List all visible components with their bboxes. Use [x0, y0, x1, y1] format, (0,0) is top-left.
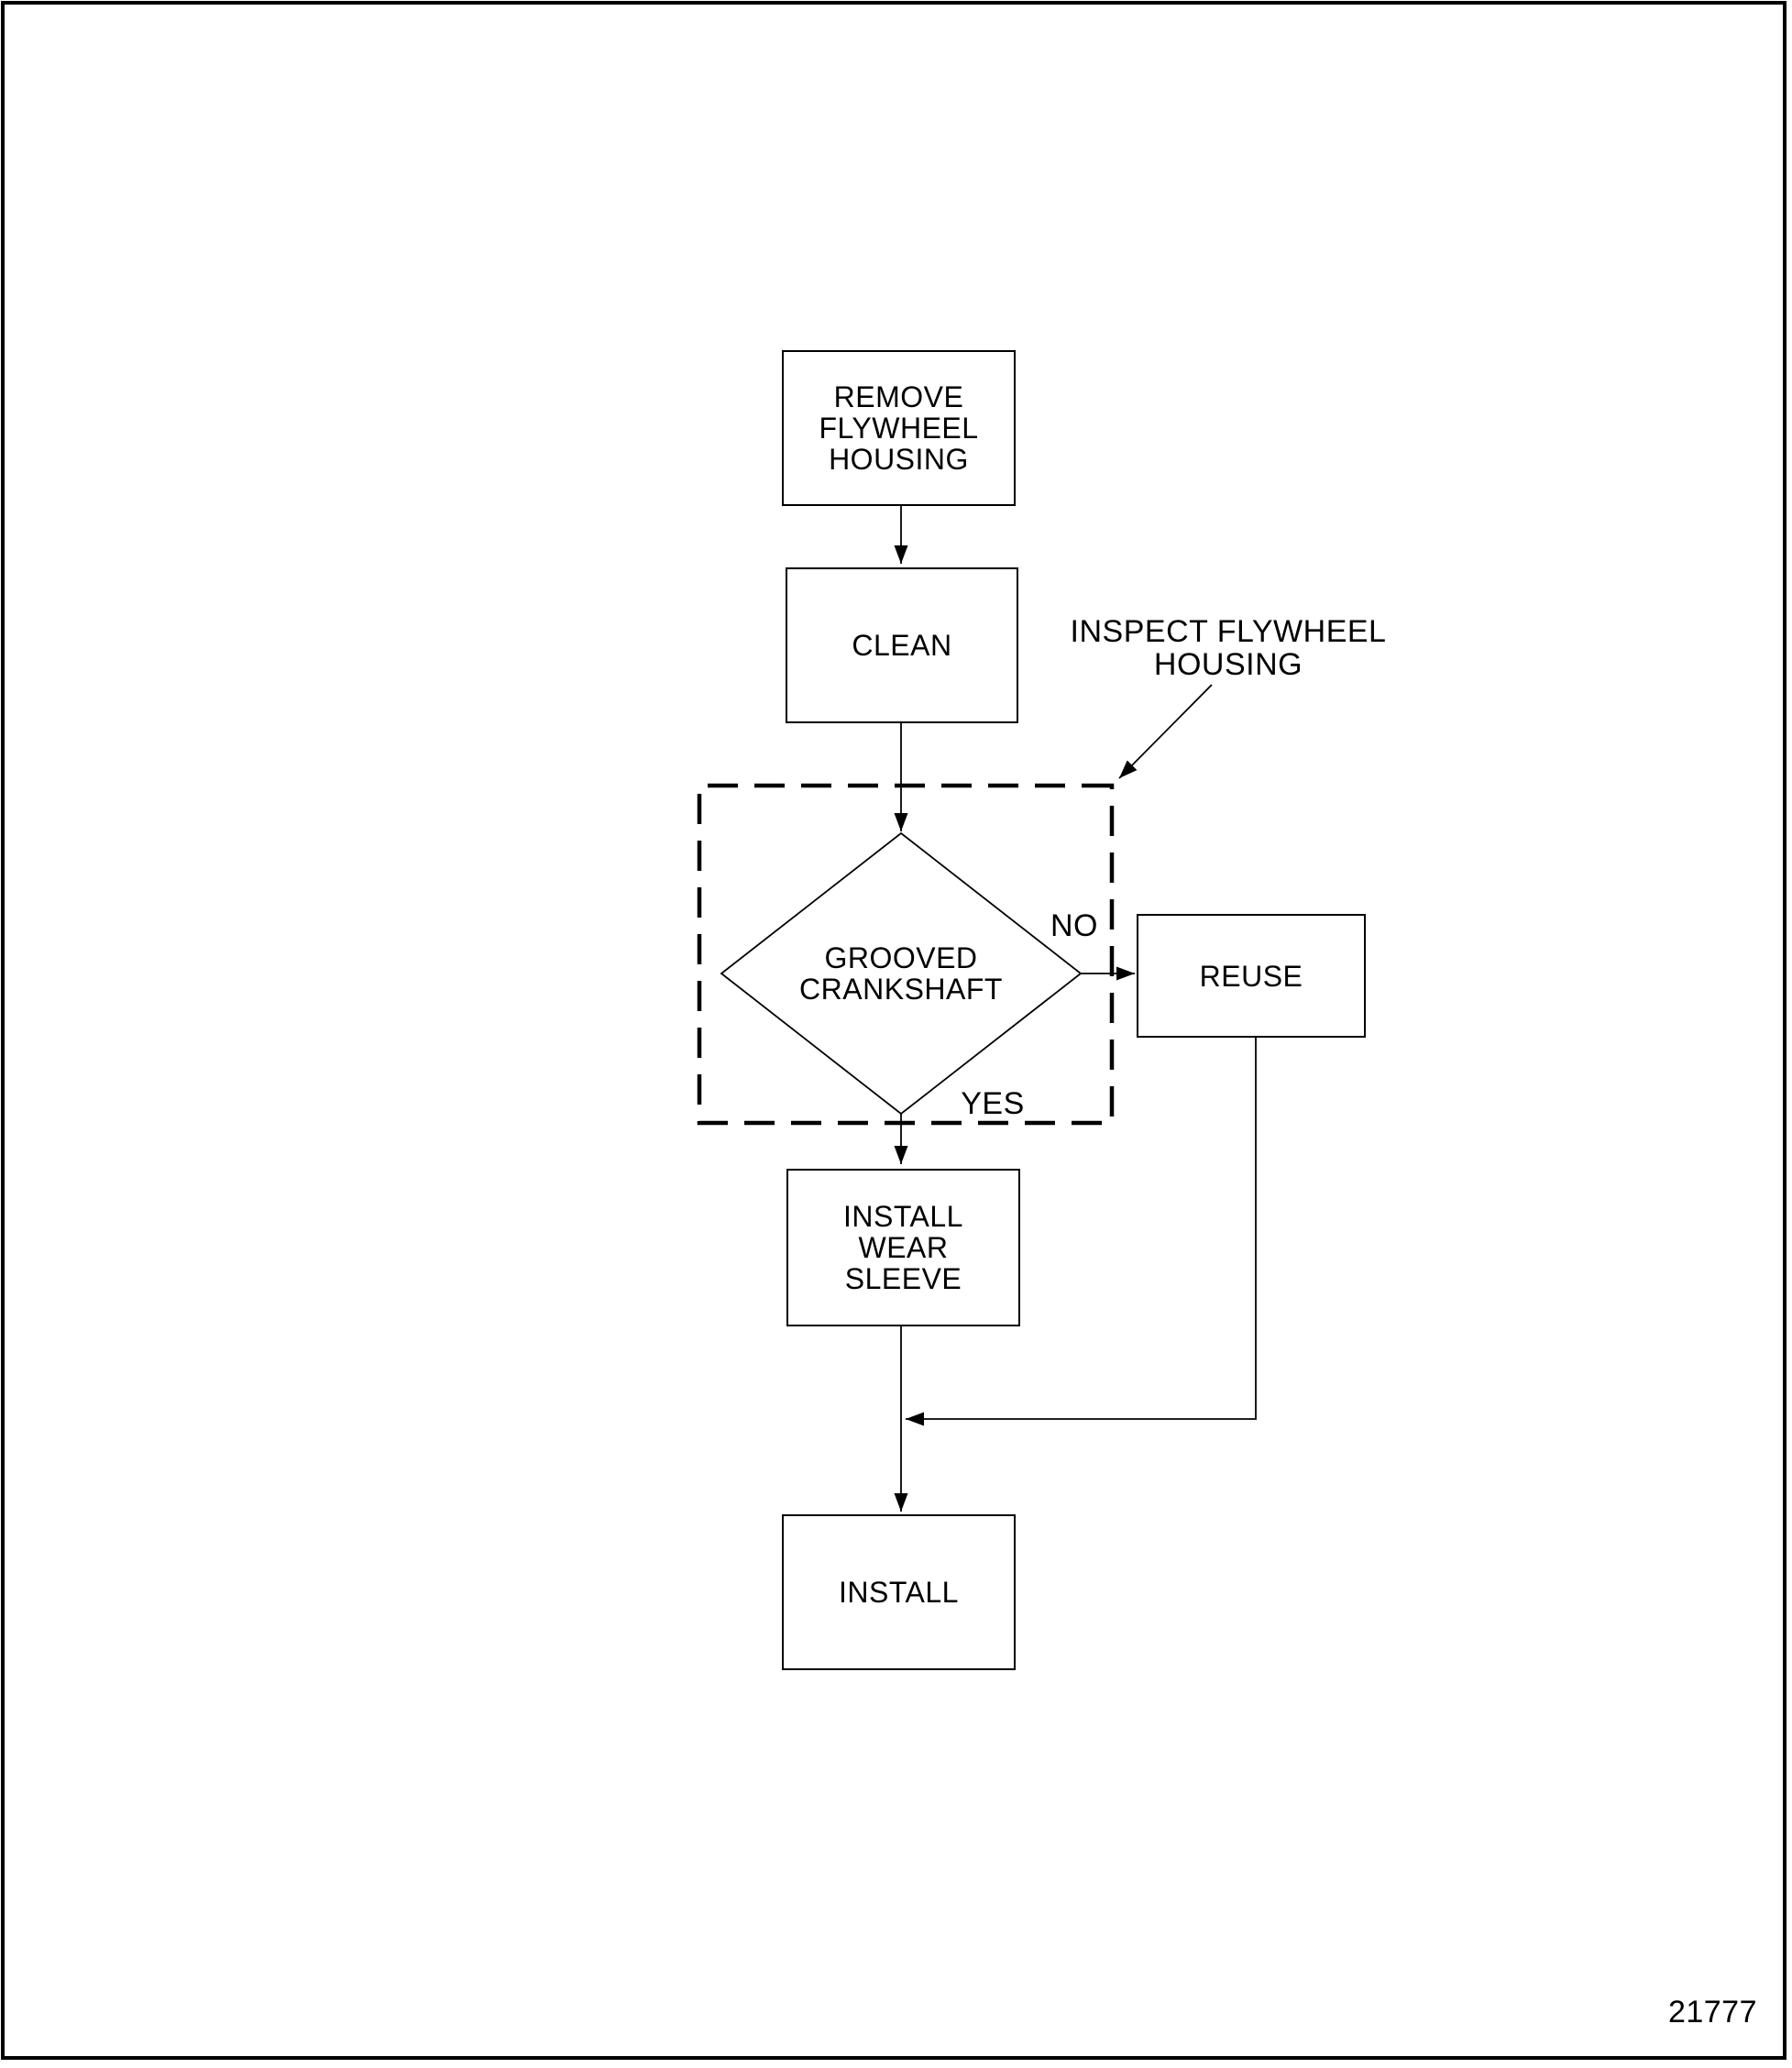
branch-label-yes: YES [961, 1086, 1025, 1121]
flow-arrow-reuse-to-merge [906, 1038, 1257, 1426]
node-reuse: REUSE [1137, 914, 1366, 1038]
node-install: INSTALL [782, 1514, 1016, 1670]
node-clean: CLEAN [786, 567, 1018, 723]
node-install-label: INSTALL [839, 1576, 959, 1609]
decision-grooved-crankshaft-label: GROOVED CRANKSHAFT [799, 941, 1003, 1006]
node-remove-flywheel-housing: REMOVE FLYWHEEL HOUSING [782, 350, 1016, 506]
inspection-dashed-boundary [697, 783, 1115, 1126]
label-inspect-flywheel-housing: INSPECT FLYWHEEL HOUSING [1070, 614, 1387, 682]
node-remove-flywheel-housing-label: REMOVE FLYWHEEL HOUSING [819, 380, 979, 476]
branch-label-no: NO [1050, 908, 1098, 943]
node-install-wear-sleeve: INSTALL WEAR SLEEVE [786, 1169, 1020, 1326]
node-reuse-label: REUSE [1199, 959, 1303, 993]
node-install-wear-sleeve-label: INSTALL WEAR SLEEVE [843, 1200, 963, 1295]
figure-number: 21777 [1667, 1995, 1757, 2030]
inspect-callout-arrow [1118, 684, 1213, 779]
node-clean-label: CLEAN [852, 629, 952, 662]
